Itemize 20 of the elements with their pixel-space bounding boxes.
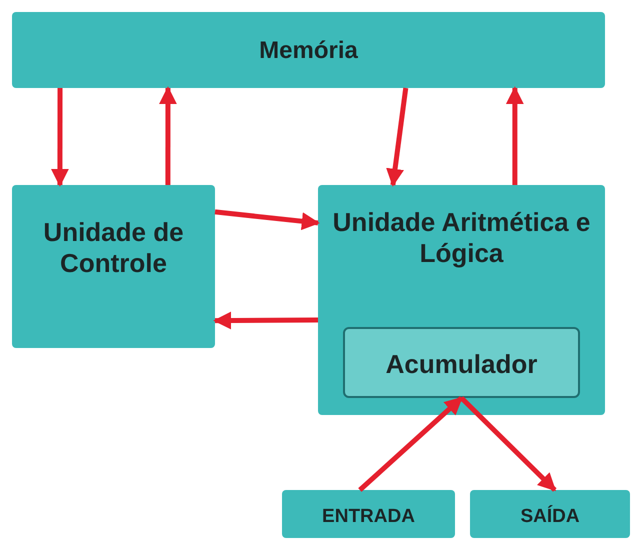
arrow	[213, 312, 318, 330]
arrow	[460, 396, 557, 492]
arrow	[214, 209, 320, 230]
box-label: Unidade Aritmética e Lógica	[332, 207, 592, 270]
register-box	[343, 327, 580, 398]
box-label: SAÍDA	[519, 506, 581, 529]
process-box	[318, 185, 605, 415]
process-box	[12, 185, 215, 348]
process-box	[470, 490, 630, 538]
box-label: Acumulador	[384, 349, 538, 380]
process-box	[12, 12, 605, 88]
arrow	[386, 88, 408, 187]
arrow	[358, 396, 464, 492]
box-label: Unidade de Controle	[42, 217, 185, 280]
arrow	[158, 86, 177, 185]
box-label: Memória	[258, 37, 359, 66]
box-label: ENTRADA	[321, 506, 416, 529]
arrow	[506, 86, 524, 185]
arrow	[50, 88, 69, 187]
process-box	[282, 490, 455, 538]
